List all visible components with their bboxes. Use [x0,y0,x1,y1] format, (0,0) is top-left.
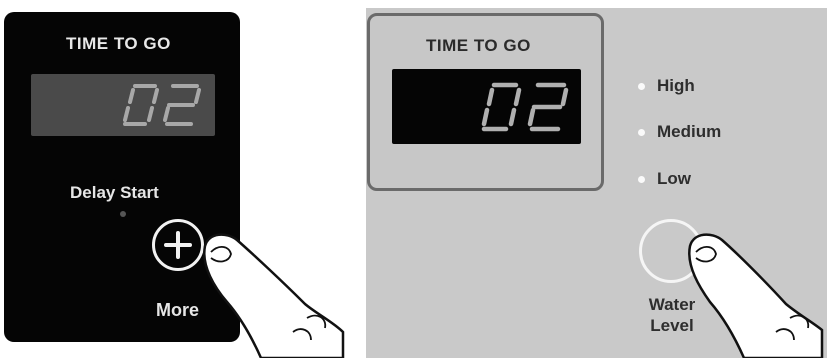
level-low-label: Low [657,169,691,189]
level-low-indicator [638,176,645,183]
time-display-left: 02 [31,74,215,136]
delay-start-label: Delay Start [70,183,159,203]
level-medium-indicator [638,129,645,136]
level-medium-label: Medium [657,122,721,142]
time-digits-left: 02 [31,74,215,136]
time-to-go-label-right: TIME TO GO [426,36,531,56]
finger-pointing-icon [680,222,827,358]
delay-start-indicator [120,211,126,217]
time-to-go-label-left: TIME TO GO [66,34,171,54]
level-high-indicator [638,83,645,90]
finger-pointing-icon [193,222,353,358]
time-digits-right: 02 [392,69,581,144]
time-display-right: 02 [392,69,581,144]
level-high-label: High [657,76,695,96]
